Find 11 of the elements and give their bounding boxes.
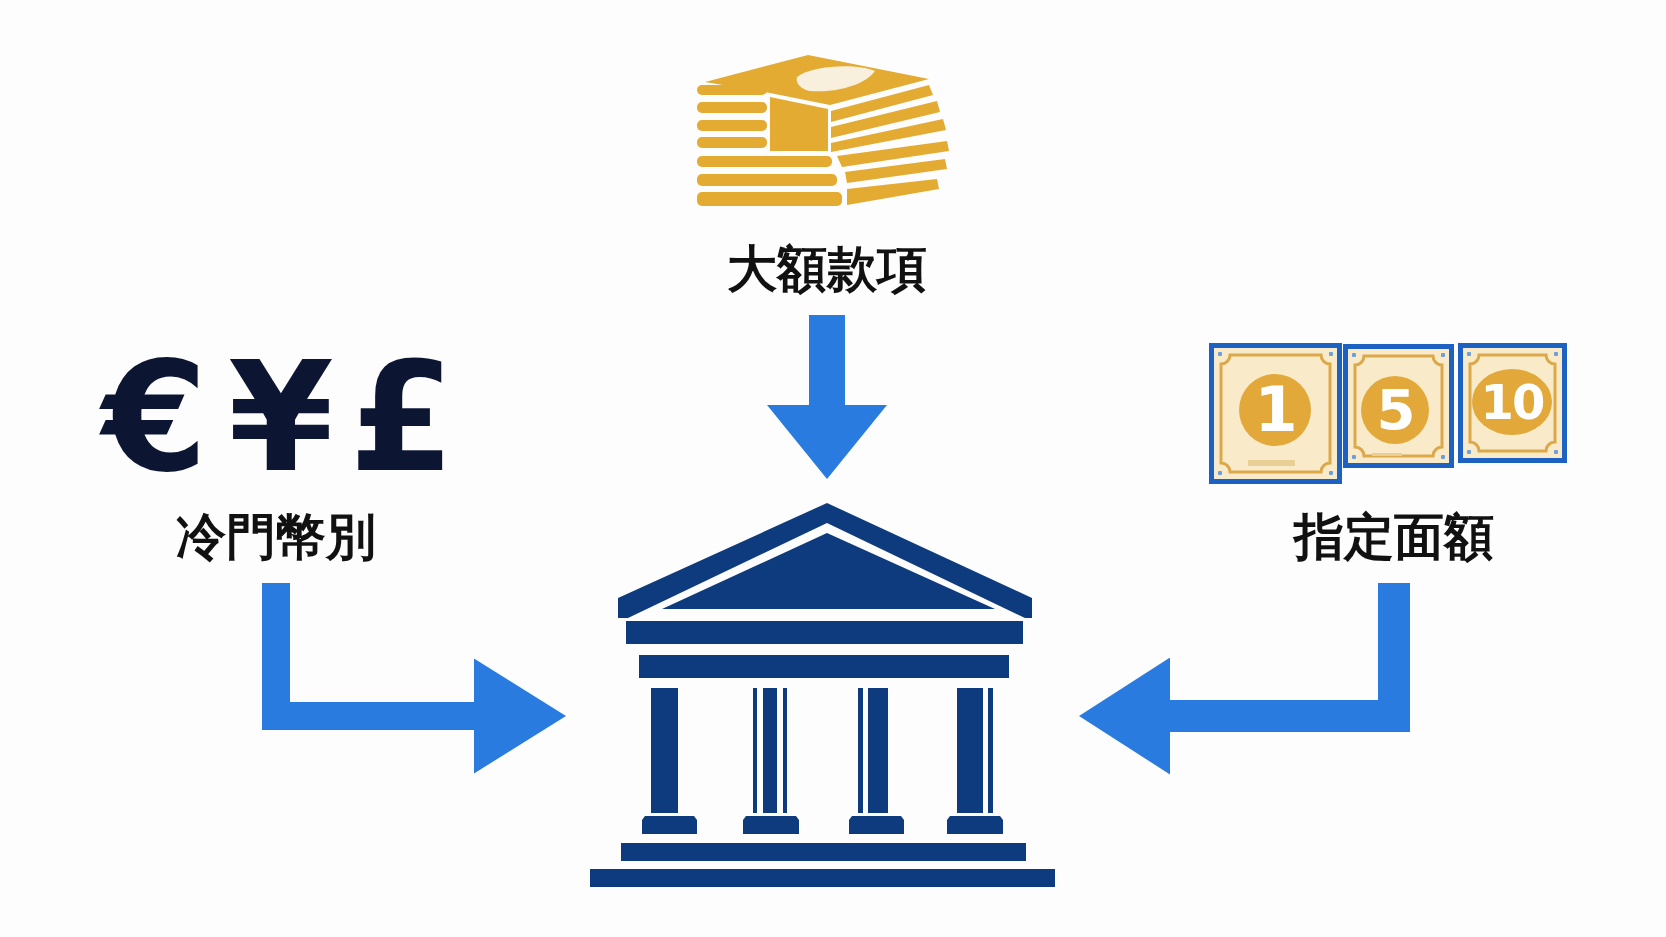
banknote: 5 [1343,344,1454,468]
arrow [767,315,887,479]
category-label: 冷門幣別 [176,512,376,562]
arrow [262,583,566,774]
category-label: 大額款項 [727,244,927,294]
banknote: 10 [1458,343,1567,463]
banknote: 1 [1209,343,1342,484]
category-label: 指定面額 [1294,512,1494,562]
arrow [1079,583,1410,775]
currency-symbol: ¥ [228,342,334,494]
currency-symbol: £ [349,342,455,494]
